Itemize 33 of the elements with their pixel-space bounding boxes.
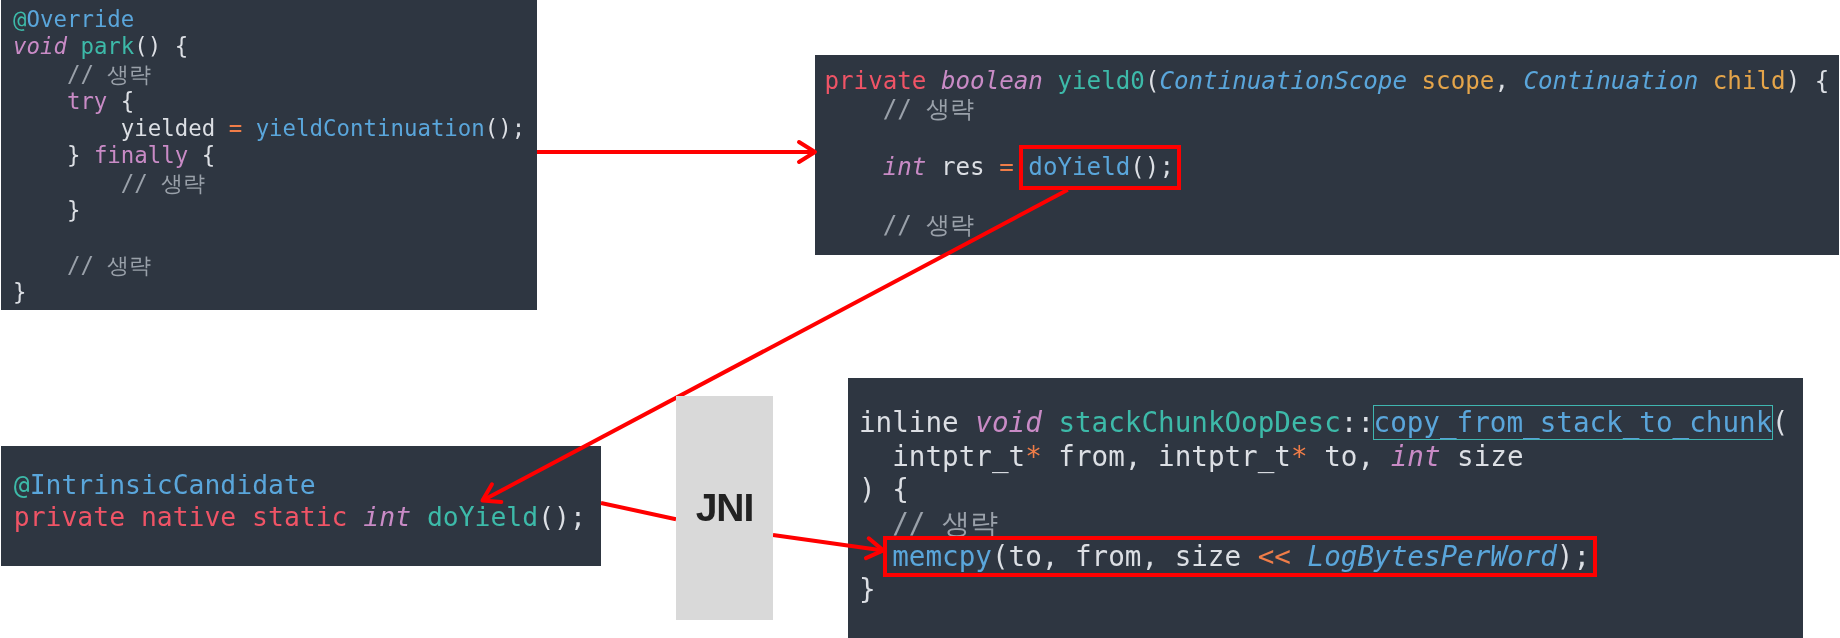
code-line: private boolean yield0(ContinuationScope scope, Continuation child) { — [824, 66, 1830, 96]
highlight-box: doYield(); — [1019, 145, 1181, 190]
code-line: try { — [66, 87, 135, 116]
arrow — [772, 532, 886, 561]
code-line: } — [859, 573, 876, 607]
label-box: JNI — [676, 396, 773, 620]
code-line: inline void stackChunkOopDesc::copy_from_stack_to_chunk( — [859, 406, 1789, 440]
code-line: (); — [538, 500, 586, 533]
code-line: private native static int — [13, 500, 412, 533]
code-line: yielded = yieldContinuation(); — [120, 115, 526, 143]
code-line: ) { — [859, 473, 909, 507]
code-panel — [815, 55, 1839, 255]
code-line: } — [66, 197, 81, 225]
code-line: // 생략 — [120, 169, 206, 198]
code-line: // 생략 — [882, 95, 975, 125]
code-text: doYield — [426, 500, 539, 533]
connector-line — [600, 501, 677, 522]
code-panel — [1, 446, 601, 566]
code-line: // 생략 — [66, 251, 152, 279]
code-line: void park() { — [13, 33, 189, 61]
code-line: int res = — [882, 153, 1014, 182]
code-line: @Override — [13, 5, 135, 34]
code-panel — [848, 378, 1803, 638]
highlight-box: memcpy(to, from, size << LogBytesPerWord); — [883, 535, 1597, 578]
code-panel — [1, 0, 537, 310]
code-line: } — [13, 278, 27, 307]
code-line: } finally { — [66, 142, 216, 170]
code-line: // 생략 — [66, 60, 152, 88]
arrow — [480, 188, 1069, 504]
code-line: @IntrinsicCandidate — [13, 468, 316, 501]
code-line: // 생략 — [882, 210, 975, 240]
code-line: intptr_t* from, intptr_t* to, int size — [892, 439, 1524, 474]
arrow — [537, 140, 817, 164]
